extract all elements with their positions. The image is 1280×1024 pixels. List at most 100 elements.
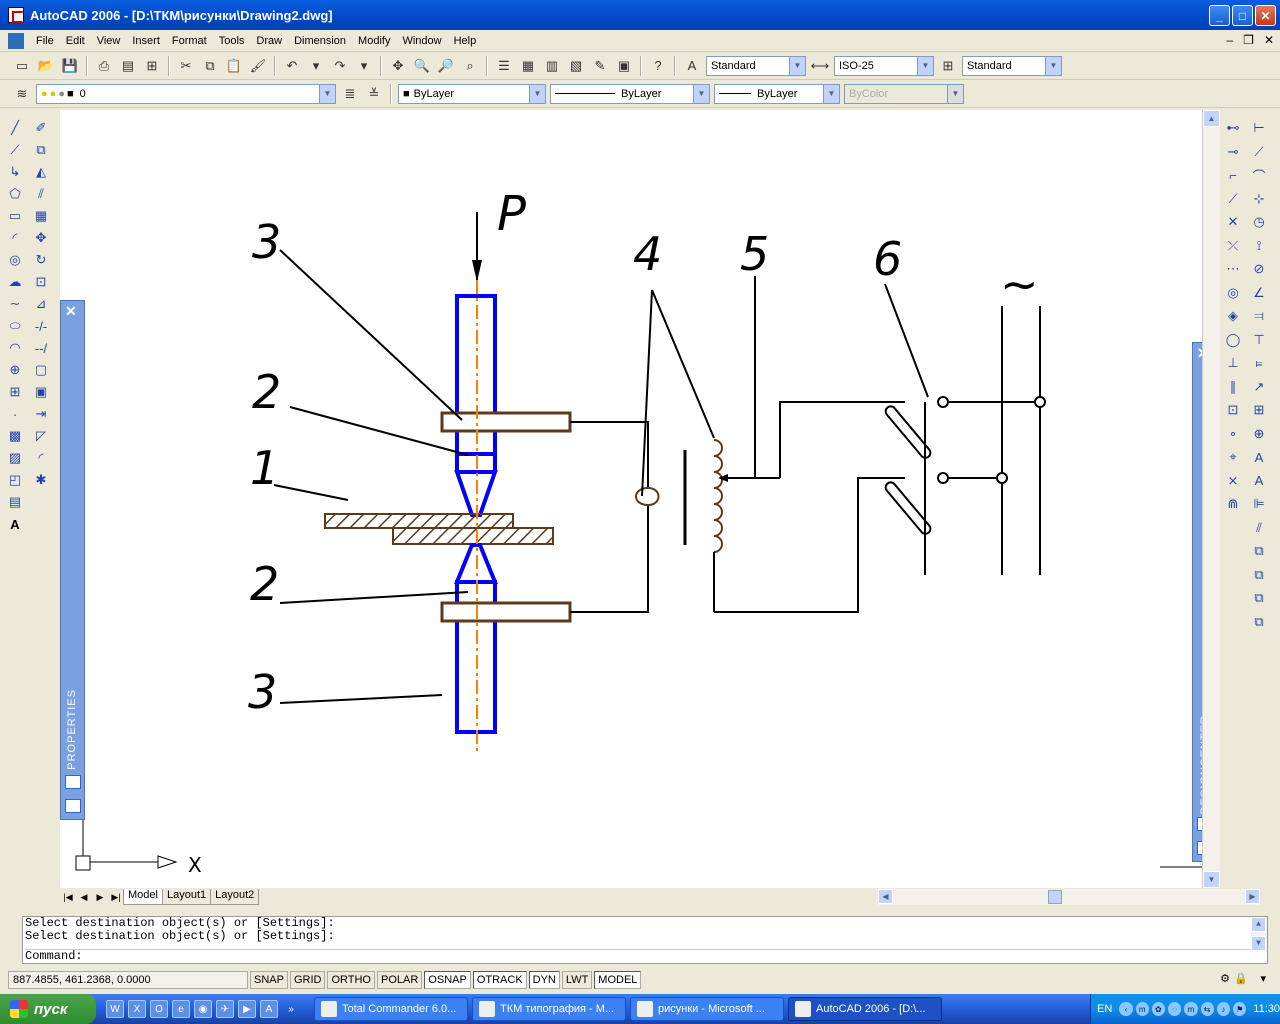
auto-hide-icon[interactable] xyxy=(65,775,81,789)
menu-format[interactable]: Format xyxy=(171,34,207,47)
menu-help[interactable]: Help xyxy=(453,34,477,47)
copy-icon[interactable]: ⧉ xyxy=(205,57,215,73)
polygon-icon[interactable]: ⬠ xyxy=(9,186,21,201)
scroll-up-icon[interactable]: ▲ xyxy=(1251,917,1266,932)
rotate-icon[interactable]: ↻ xyxy=(35,252,47,267)
properties-palette[interactable]: ✕ PROPERTIES xyxy=(60,300,85,820)
menu-file[interactable]: File xyxy=(36,34,54,47)
dimension-edit-icon[interactable]: A xyxy=(1254,449,1264,465)
doc-restore-button[interactable]: ❐ xyxy=(1243,33,1254,47)
scroll-up-icon[interactable]: ▲ xyxy=(1203,110,1220,127)
snap-from-icon[interactable]: ⊸ xyxy=(1227,143,1239,159)
gradient-icon[interactable]: ▨ xyxy=(8,450,22,465)
tray-network-icon[interactable]: ⇆ xyxy=(1200,1002,1214,1016)
snap-nearest-icon[interactable]: ⌖ xyxy=(1229,449,1237,464)
send-under-icon[interactable]: ⧉ xyxy=(1254,613,1264,629)
snap-temp-track-icon[interactable]: ⊷ xyxy=(1226,120,1240,135)
snap-tangent-icon[interactable]: ◯ xyxy=(1225,331,1241,347)
osnap-toggle[interactable]: OSNAP xyxy=(424,971,471,989)
chevron-down-icon[interactable]: ▼ xyxy=(319,84,335,103)
snap-intersection-icon[interactable]: ✕ xyxy=(1227,214,1239,229)
command-prompt[interactable]: Command: xyxy=(25,949,1267,963)
scroll-left-icon[interactable]: ◀ xyxy=(878,889,893,904)
chevron-down-icon[interactable]: ▼ xyxy=(823,84,839,103)
status-menu-icon[interactable]: ▾ xyxy=(1260,973,1266,985)
circle-icon[interactable]: ◎ xyxy=(9,252,21,267)
polyline-icon[interactable]: ↳ xyxy=(9,164,21,179)
first-tab-icon[interactable]: |◀ xyxy=(63,891,73,902)
menu-edit[interactable]: Edit xyxy=(65,34,85,47)
tray-messenger-icon[interactable]: m xyxy=(1135,1002,1149,1016)
task-pictures[interactable]: рисунки - Microsoft ... xyxy=(630,997,784,1021)
linetype-select[interactable]: ByLayer ▼ xyxy=(550,83,710,104)
autocad-icon[interactable]: A xyxy=(260,1000,278,1018)
ordinate-dimension-icon[interactable]: ⊹ xyxy=(1253,190,1265,206)
document-icon[interactable] xyxy=(8,32,24,49)
minimize-button[interactable]: _ xyxy=(1209,5,1230,26)
coordinate-readout[interactable]: 887.4855, 461.2368, 0.0000 xyxy=(8,971,248,989)
diameter-dimension-icon[interactable]: ⊘ xyxy=(1253,261,1265,276)
menu-view[interactable]: View xyxy=(96,34,121,47)
close-button[interactable]: ✕ xyxy=(1255,5,1276,26)
baseline-dimension-icon[interactable]: ⊤ xyxy=(1253,331,1265,347)
color-select[interactable]: ■ ByLayer ▼ xyxy=(398,83,546,104)
jogged-dimension-icon[interactable]: ⟟ xyxy=(1256,237,1262,253)
drawing-canvas[interactable]: P 3 2 1 2 3 4 5 6 ~ xyxy=(60,110,1202,888)
send-to-back-icon[interactable]: ⧉ xyxy=(1254,566,1264,582)
zoom-realtime-icon[interactable]: 🔍 xyxy=(413,57,431,73)
trim-icon[interactable]: -/- xyxy=(34,318,48,334)
array-icon[interactable]: ▦ xyxy=(34,208,48,223)
lower-holder-plate[interactable] xyxy=(440,601,572,623)
break-at-point-icon[interactable]: ▢ xyxy=(34,362,48,377)
internet-explorer-icon[interactable]: e xyxy=(172,1000,190,1018)
angular-dimension-icon[interactable]: ∠ xyxy=(1253,284,1265,300)
palette-menu-icon[interactable] xyxy=(65,799,81,813)
lock-icon[interactable]: 🔒 xyxy=(1234,973,1248,985)
layer-select[interactable]: ● ● ● ■ 0 ▼ xyxy=(36,83,336,104)
chevron-down-icon[interactable]: ▼ xyxy=(1045,56,1061,75)
tool-palettes-icon[interactable]: ▥ xyxy=(545,57,559,73)
continue-dimension-icon[interactable]: ⫢ xyxy=(1255,355,1263,370)
osnap-settings-icon[interactable]: ⋒ xyxy=(1227,496,1239,511)
ellipse-icon[interactable]: ⬭ xyxy=(9,318,21,333)
vertical-scrollbar[interactable]: ▲ ▼ xyxy=(1202,110,1220,888)
chevron-down-icon[interactable]: ▼ xyxy=(789,56,805,75)
arc-length-icon[interactable]: ⌒ xyxy=(1252,168,1266,184)
snap-quadrant-icon[interactable]: ◈ xyxy=(1228,308,1238,323)
snap-toggle[interactable]: SNAP xyxy=(250,971,288,989)
switch-6[interactable] xyxy=(884,396,949,575)
scroll-thumb[interactable] xyxy=(1048,890,1062,904)
bring-to-front-icon[interactable]: ⧉ xyxy=(1254,543,1264,558)
redo-icon[interactable]: ↷ xyxy=(334,57,346,73)
erase-icon[interactable]: ✐ xyxy=(35,120,47,135)
doc-close-button[interactable]: ✕ xyxy=(1263,33,1274,47)
table-style-select[interactable]: Standard ▼ xyxy=(962,55,1062,76)
scroll-down-icon[interactable]: ▼ xyxy=(1203,871,1220,888)
task-word-tkm[interactable]: ТКМ типография - М... xyxy=(472,997,626,1021)
tray-back-icon[interactable]: ‹ xyxy=(1119,1002,1133,1016)
undo-icon[interactable]: ↶ xyxy=(286,57,298,73)
calculator-icon[interactable]: ▣ xyxy=(617,57,631,73)
mirror-icon[interactable]: ◭ xyxy=(36,164,46,179)
snap-apparent-intersection-icon[interactable]: ⤫ xyxy=(1227,237,1239,253)
browser-icon[interactable]: ◉ xyxy=(194,1000,212,1018)
table-icon[interactable]: ▤ xyxy=(8,494,22,509)
otrack-toggle[interactable]: OTRACK xyxy=(472,971,527,989)
sheetset-icon[interactable]: ▧ xyxy=(569,57,583,73)
region-icon[interactable]: ◰ xyxy=(8,472,22,487)
scroll-right-icon[interactable]: ▶ xyxy=(1245,889,1260,904)
start-button[interactable]: пуск xyxy=(0,994,96,1024)
help-icon[interactable]: ? xyxy=(654,58,662,73)
polar-toggle[interactable]: POLAR xyxy=(377,971,423,989)
extend-icon[interactable]: --/ xyxy=(34,340,48,356)
zoom-window-icon[interactable]: 🔎 xyxy=(437,57,455,73)
tray-chat-icon[interactable]: ◌ xyxy=(1168,1002,1182,1016)
undo-dropdown-icon[interactable]: ▾ xyxy=(312,57,320,73)
bring-above-icon[interactable]: ⧉ xyxy=(1254,590,1264,605)
make-object-layer-current-icon[interactable]: ≣ xyxy=(344,85,356,101)
markup-icon[interactable]: ✎ xyxy=(594,57,606,73)
text-style-select[interactable]: Standard ▼ xyxy=(706,55,806,76)
match-properties-icon[interactable]: 🖌 xyxy=(249,57,267,73)
layer-manager-icon[interactable]: ≋ xyxy=(16,85,28,101)
menu-tools[interactable]: Tools xyxy=(218,34,245,47)
